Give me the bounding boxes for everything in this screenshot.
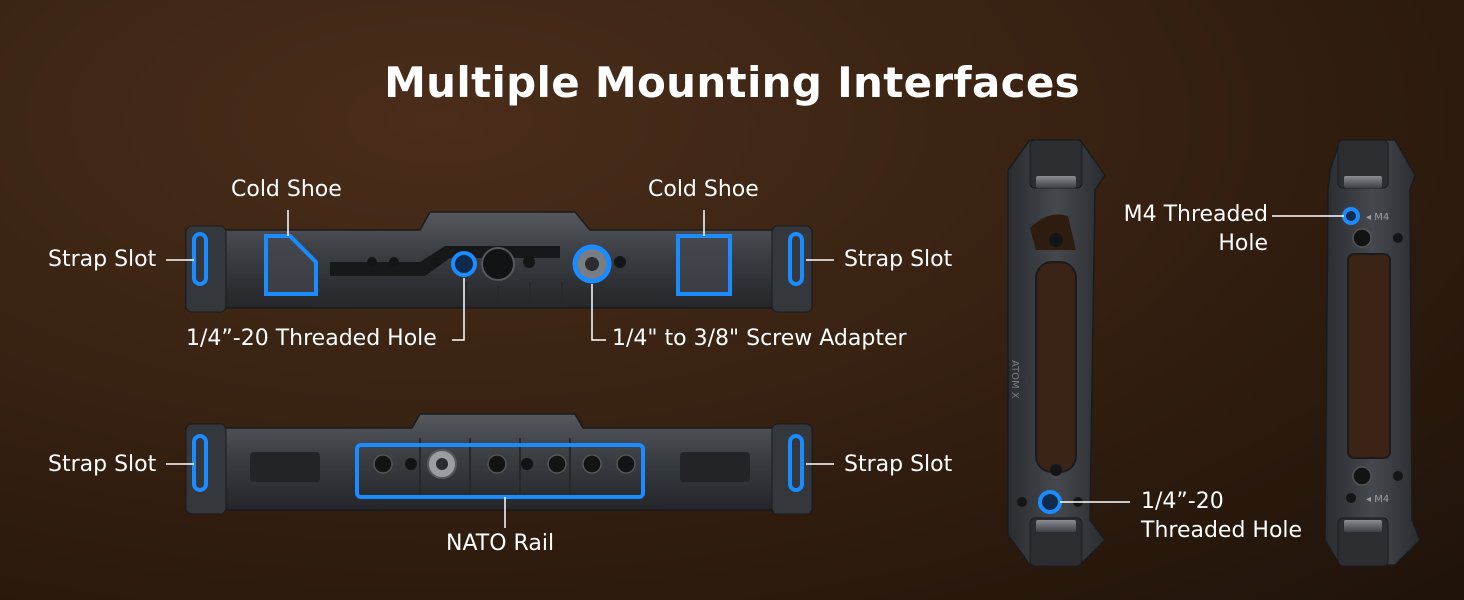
page-title: Multiple Mounting Interfaces xyxy=(384,58,1080,107)
m4-threaded-hole-label: M4 Threaded Hole xyxy=(1110,201,1268,258)
m4-engraving-top: ◂ M4 xyxy=(1366,212,1389,223)
m4-label-line2: Hole xyxy=(1218,230,1268,256)
side-bracket-right: ◂ M4 ◂ M4 xyxy=(1324,139,1421,567)
brand-engraving: ATOM X xyxy=(1009,360,1020,399)
m4-engraving-bottom: ◂ M4 xyxy=(1366,494,1389,505)
top-bracket-view xyxy=(185,211,813,313)
m4-label-line1: M4 Threaded xyxy=(1123,202,1268,227)
side-bracket-left: ATOM X xyxy=(1007,139,1106,567)
cold-shoe-left-label: Cold Shoe xyxy=(231,177,342,202)
bottom-leader-lines xyxy=(166,463,834,528)
strap-slot-bottom-left-label: Strap Slot xyxy=(48,452,157,477)
side-threaded-hole-label: 1/4”-20 Threaded Hole xyxy=(1141,488,1302,545)
strap-slot-top-left-label: Strap Slot xyxy=(48,247,157,272)
nato-rail-label: NATO Rail xyxy=(446,531,555,556)
bottom-bracket-view xyxy=(185,413,813,515)
top-leader-lines xyxy=(166,210,834,341)
side-leader-lines xyxy=(1060,215,1344,503)
screw-adapter-label: 1/4" to 3/8" Screw Adapter xyxy=(612,326,907,351)
strap-slot-bottom-right-label: Strap Slot xyxy=(844,452,953,477)
side-hole-line1: 1/4”-20 xyxy=(1141,489,1224,514)
side-hole-line2: Threaded Hole xyxy=(1141,517,1303,543)
cold-shoe-right-label: Cold Shoe xyxy=(648,177,759,202)
threaded-hole-label: 1/4”-20 Threaded Hole xyxy=(186,326,437,351)
strap-slot-top-right-label: Strap Slot xyxy=(844,247,953,272)
